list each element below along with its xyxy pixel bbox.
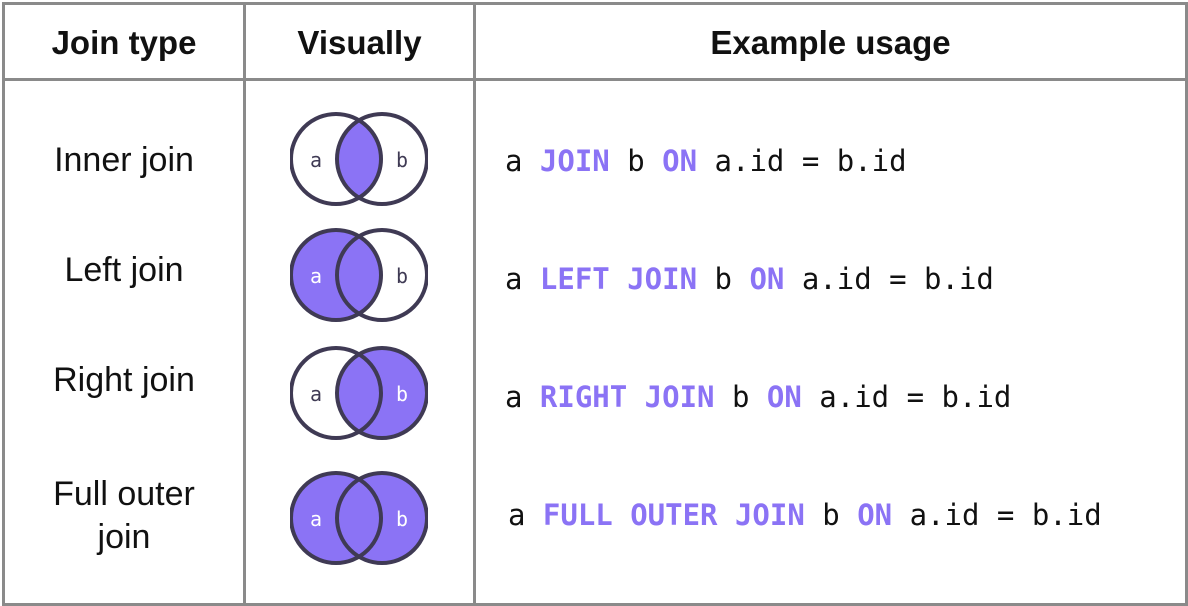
sql-text: b (714, 380, 767, 414)
circle-b-outline (335, 346, 428, 440)
sql-text: a.id = b.id (801, 380, 1012, 414)
circle-b-outline (335, 228, 428, 322)
circle-b-outline (335, 471, 428, 565)
join-type-label: Full outer join (53, 475, 195, 556)
sql-text: a.id = b.id (892, 498, 1102, 532)
circle-b-label: b (396, 382, 408, 406)
sql-keyword: FULL OUTER JOIN (542, 498, 805, 532)
join-type-label: Inner join (54, 140, 194, 179)
example-code: a LEFT JOIN b ON a.id = b.id (505, 254, 994, 304)
sql-text: b (697, 262, 750, 296)
circle-a-outline (290, 471, 383, 565)
column-divider-1 (243, 5, 246, 603)
example-code: a FULL OUTER JOIN b ON a.id = b.id (508, 490, 1102, 540)
circle-a-label: a (310, 507, 322, 531)
sql-keyword: ON (766, 380, 802, 414)
sql-keyword: JOIN (539, 144, 610, 178)
join-type-label: Right join (53, 360, 195, 399)
join-type-label: Left join (64, 250, 184, 289)
sql-keyword: ON (662, 144, 698, 178)
example-code: a RIGHT JOIN b ON a.id = b.id (505, 372, 1011, 422)
sql-text: b (609, 144, 663, 178)
sql-text: a (505, 380, 540, 414)
sql-text: a.id = b.id (784, 262, 994, 296)
sql-text: a.id = b.id (697, 144, 907, 178)
sql-keyword: ON (749, 262, 785, 296)
sql-text: a (508, 498, 543, 532)
circle-a-outline (290, 228, 383, 322)
circle-b-outline (335, 112, 428, 206)
sql-text: a (505, 144, 540, 178)
sql-keyword: LEFT JOIN (539, 262, 698, 296)
circle-b-label: b (396, 264, 408, 288)
circle-a-outline (290, 346, 383, 440)
sql-text: b (804, 498, 858, 532)
sql-text: a (505, 262, 540, 296)
example-code: a JOIN b ON a.id = b.id (505, 136, 907, 186)
intersection-fill (336, 479, 382, 557)
header-divider (5, 78, 1185, 81)
intersection-fill (336, 236, 382, 314)
header-example-usage: Example usage (710, 24, 951, 61)
sql-keyword: ON (857, 498, 893, 532)
intersection-fill (336, 120, 382, 198)
circle-b-label: b (396, 148, 408, 172)
circle-a-label: a (310, 382, 322, 406)
header-visually: Visually (297, 24, 422, 61)
column-divider-2 (473, 5, 476, 603)
circle-b-label: b (396, 507, 408, 531)
circle-a-outline (290, 112, 383, 206)
sql-keyword: RIGHT JOIN (539, 380, 715, 414)
circle-a-label: a (310, 148, 322, 172)
circle-a-label: a (310, 264, 322, 288)
intersection-fill (336, 354, 382, 432)
header-join-type: Join type (51, 24, 197, 61)
